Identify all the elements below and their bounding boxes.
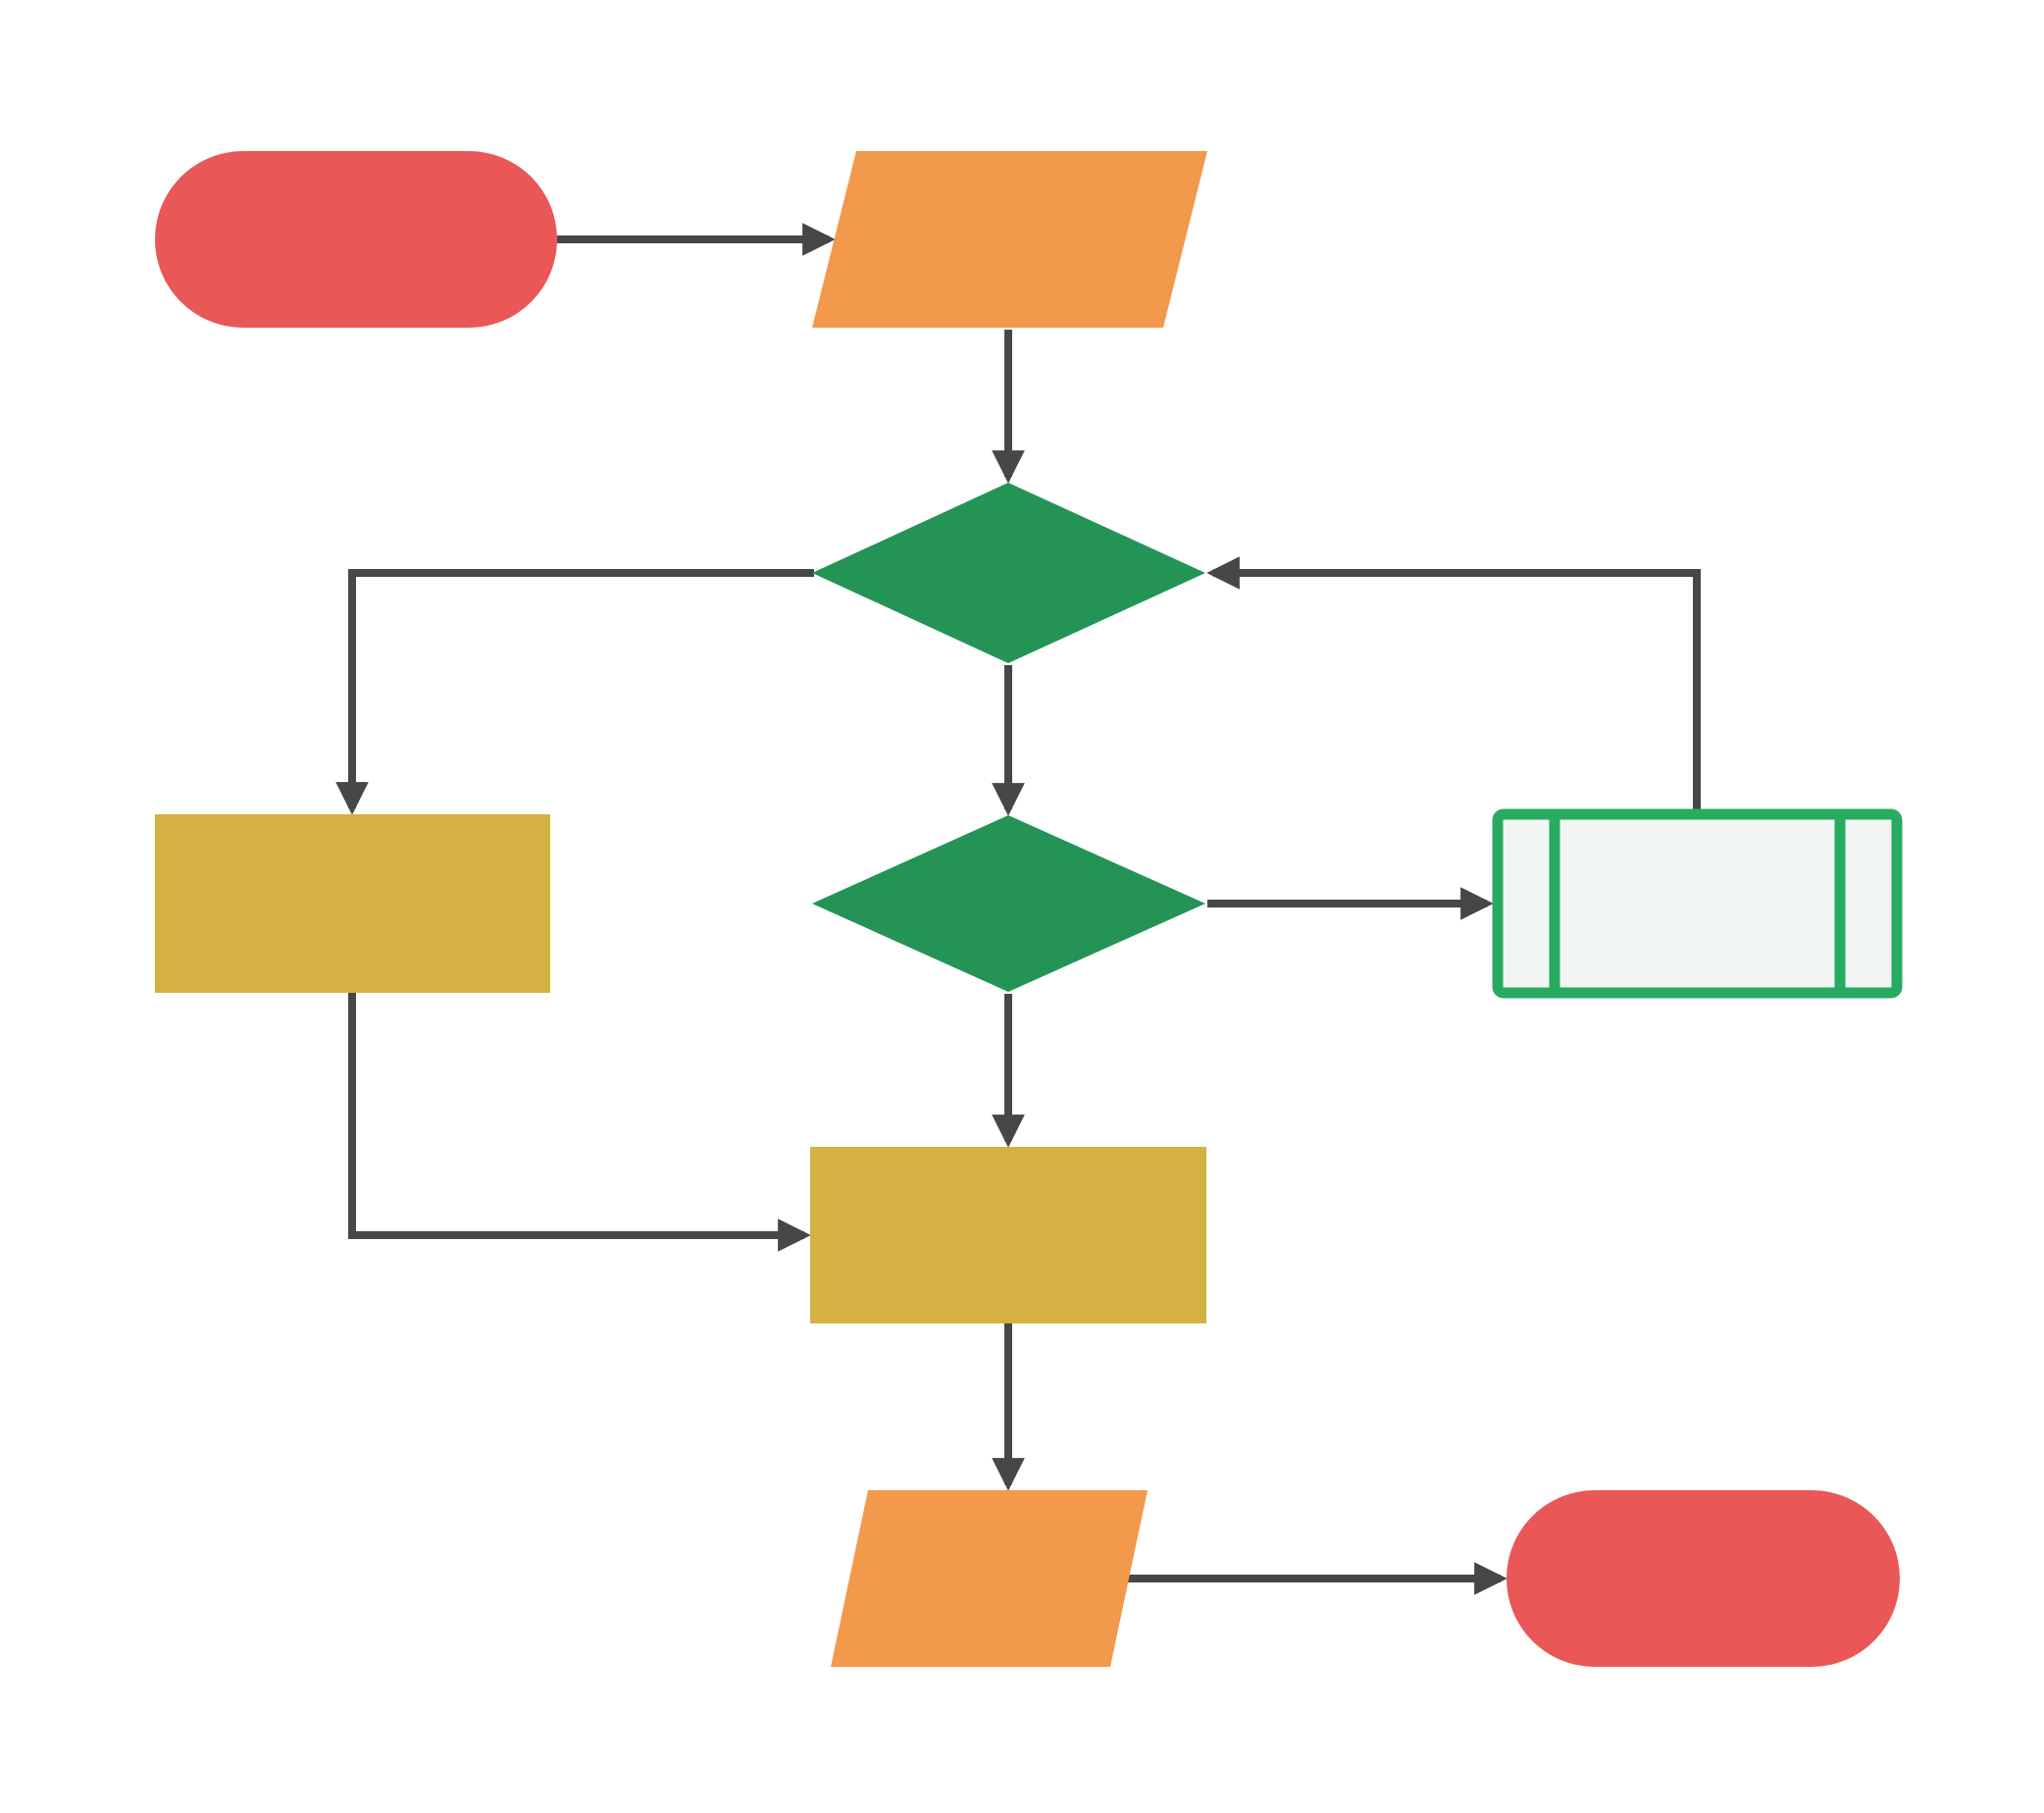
edge-process-left-to-process-middle	[348, 991, 811, 1252]
edge-predefined-to-decision1	[1206, 556, 1701, 810]
decision-diamond-2[interactable]	[812, 815, 1205, 992]
predefined-process-shape[interactable]	[1492, 808, 1903, 999]
start-terminator-shape[interactable]	[155, 151, 557, 328]
end-terminator-shape[interactable]	[1507, 1490, 1900, 1667]
process-rect-left[interactable]	[155, 814, 550, 993]
io-parallelogram-top[interactable]	[812, 151, 1207, 328]
io-parallelogram-bottom[interactable]	[831, 1490, 1148, 1667]
decision-diamond-1[interactable]	[812, 483, 1205, 663]
edge-decision1-to-process-left	[335, 569, 814, 815]
predefined-process-outline	[1492, 808, 1903, 999]
process-rect-middle[interactable]	[810, 1147, 1206, 1323]
